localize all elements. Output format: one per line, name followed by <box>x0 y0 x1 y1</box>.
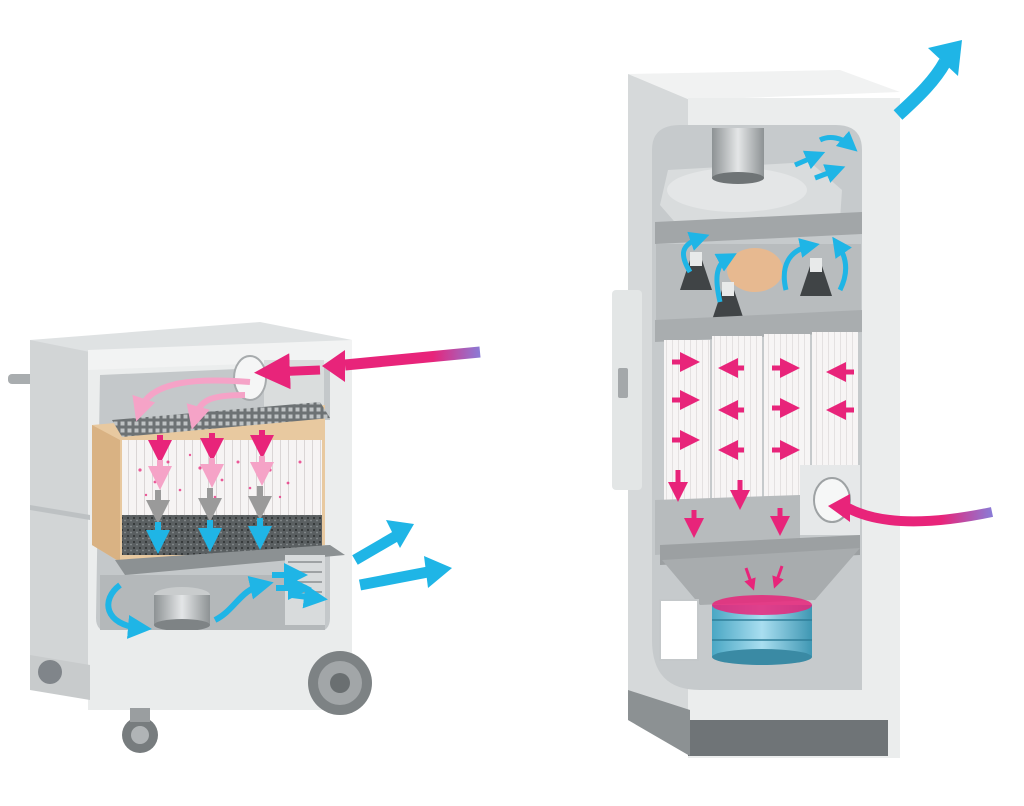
collector-outlet-arrow <box>893 40 962 120</box>
pulse-valve <box>727 248 783 292</box>
mobile-fume-extractor <box>8 322 481 753</box>
cartridge-dirty-arrows <box>668 352 854 538</box>
fan-motor <box>712 128 764 178</box>
clean-air-arrows-left <box>105 563 328 639</box>
cartridge-dust-collector <box>612 40 994 758</box>
collector-inlet-arrow <box>828 494 994 527</box>
clean-air-arrows-right <box>681 130 858 303</box>
venturi-nozzles <box>680 260 832 320</box>
pre-filter-grid <box>112 402 330 437</box>
wheels <box>38 651 372 753</box>
clean-air-outlet-arrows <box>352 520 452 591</box>
dust-bin <box>712 595 812 665</box>
dirty-air-inlet-arrow <box>254 346 481 390</box>
collector-top <box>628 70 900 100</box>
door-latch <box>618 368 628 398</box>
dust-fall-arrows <box>744 565 784 591</box>
main-filter <box>122 440 322 515</box>
hopper <box>662 548 860 605</box>
inner-dirty-arrows <box>132 377 274 554</box>
